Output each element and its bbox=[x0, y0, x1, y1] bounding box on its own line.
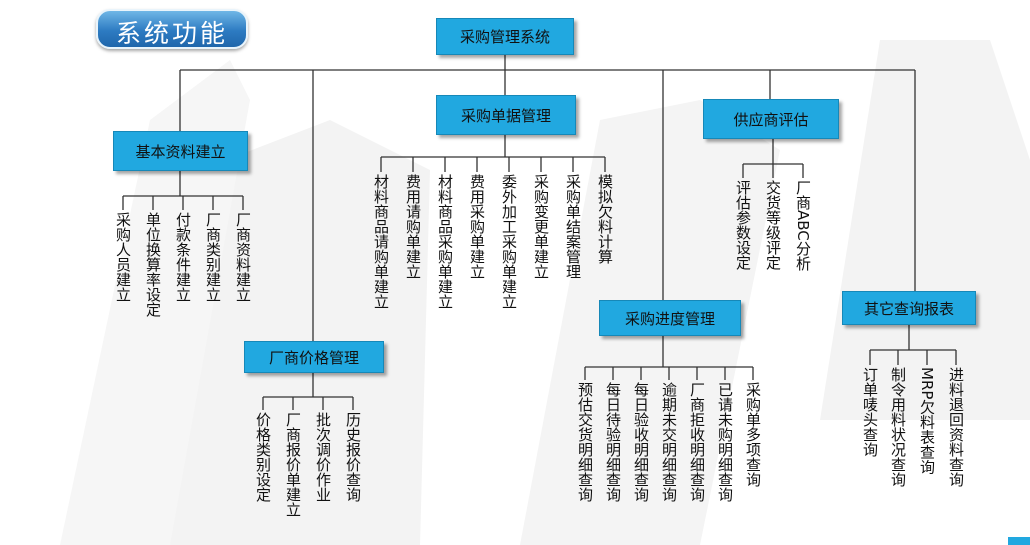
leaf-price-history: 历史报价查询 bbox=[344, 412, 362, 502]
leaf-material-po: 材料商品采购单建立 bbox=[436, 174, 454, 309]
leaf-po-change: 采购变更单建立 bbox=[532, 174, 550, 279]
leaf-eval-params: 评估参数设定 bbox=[734, 180, 752, 270]
leaf-vendor-abc: 厂商ABC分析 bbox=[794, 180, 812, 271]
leaf-vendor-rejection: 厂商拒收明细查询 bbox=[688, 382, 706, 502]
section-title-badge: 系统功能 bbox=[96, 9, 248, 49]
leaf-expense-po: 费用采购单建立 bbox=[468, 174, 486, 279]
branch-vendor-price: 厂商价格管理 bbox=[244, 341, 384, 373]
leaf-vendor-data: 厂商资料建立 bbox=[234, 212, 252, 302]
leaf-work-order-material: 制令用料状况查询 bbox=[889, 367, 907, 487]
section-title: 系统功能 bbox=[115, 19, 228, 48]
leaf-po-multi-query: 采购单多项查询 bbox=[744, 382, 762, 487]
branch-other-reports: 其它查询报表 bbox=[842, 291, 976, 325]
leaf-payment-terms: 付款条件建立 bbox=[174, 212, 192, 302]
leaf-order-mark: 订单唛头查询 bbox=[861, 367, 879, 457]
branch-supplier-eval: 供应商评估 bbox=[703, 99, 839, 139]
leaf-material-requisition: 材料商品请购单建立 bbox=[372, 174, 390, 309]
leaf-mrp-shortage: MRP欠料表查询 bbox=[918, 367, 936, 475]
leaf-vendor-quote: 厂商报价单建立 bbox=[284, 412, 302, 517]
leaf-est-delivery: 预估交货明细查询 bbox=[576, 382, 594, 502]
leaf-unit-conversion: 单位换算率设定 bbox=[144, 212, 162, 317]
leaf-requested-not-purchased: 已请未购明细查询 bbox=[716, 382, 734, 502]
leaf-outsource-po: 委外加工采购单建立 bbox=[500, 174, 518, 309]
branch-purchase-progress: 采购进度管理 bbox=[599, 300, 741, 336]
leaf-price-category: 价格类别设定 bbox=[254, 412, 272, 502]
branch-basic-data: 基本资料建立 bbox=[113, 131, 248, 171]
leaf-purchaser-setup: 采购人员建立 bbox=[114, 212, 132, 302]
leaf-shortage-simulation: 模拟欠料计算 bbox=[596, 174, 614, 264]
leaf-material-return: 进料退回资料查询 bbox=[947, 367, 965, 487]
leaf-delivery-grade: 交货等级评定 bbox=[764, 180, 782, 270]
leaf-daily-pending-inspection: 每日待验明细查询 bbox=[604, 382, 622, 502]
branch-purchase-docs: 采购单据管理 bbox=[436, 95, 576, 135]
corner-accent bbox=[1008, 537, 1030, 545]
root-node: 采购管理系统 bbox=[436, 18, 574, 55]
leaf-daily-acceptance: 每日验收明细查询 bbox=[632, 382, 650, 502]
leaf-expense-requisition: 费用请购单建立 bbox=[404, 174, 422, 279]
leaf-batch-price-adjust: 批次调价作业 bbox=[314, 412, 332, 502]
leaf-po-close: 采购单结案管理 bbox=[564, 174, 582, 279]
leaf-vendor-category: 厂商类别建立 bbox=[204, 212, 222, 302]
leaf-overdue: 逾期未交明细查询 bbox=[660, 382, 678, 502]
